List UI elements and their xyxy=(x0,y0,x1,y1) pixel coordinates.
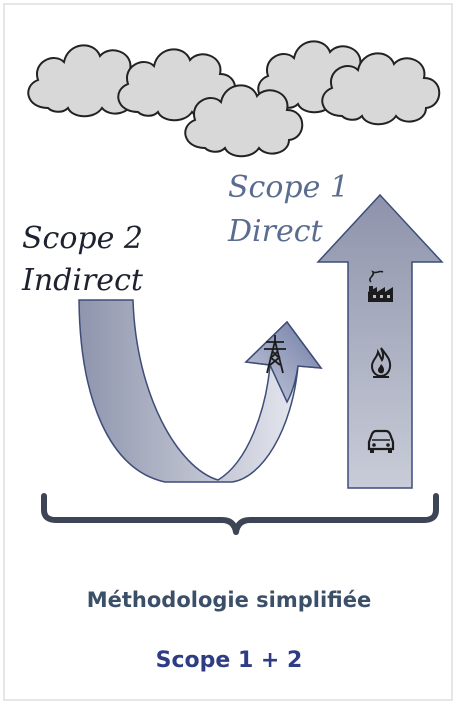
scope2-curved-arrow xyxy=(78,299,323,483)
power-pylon-icon xyxy=(264,335,286,374)
scope2-label-line2: Indirect xyxy=(21,263,144,298)
scope1-label-line2: Direct xyxy=(227,214,324,249)
factory-icon xyxy=(368,270,393,302)
flame-icon xyxy=(370,347,392,378)
scope1-up-arrow xyxy=(316,193,444,489)
caption-title: Méthodologie simplifiée xyxy=(86,588,372,612)
curly-brace xyxy=(41,493,439,535)
car-icon xyxy=(367,429,395,453)
scope2-label-line1: Scope 2 xyxy=(22,221,143,256)
caption-subtitle: Scope 1 + 2 xyxy=(155,648,303,673)
scope1-label-line1: Scope 1 xyxy=(228,170,349,205)
